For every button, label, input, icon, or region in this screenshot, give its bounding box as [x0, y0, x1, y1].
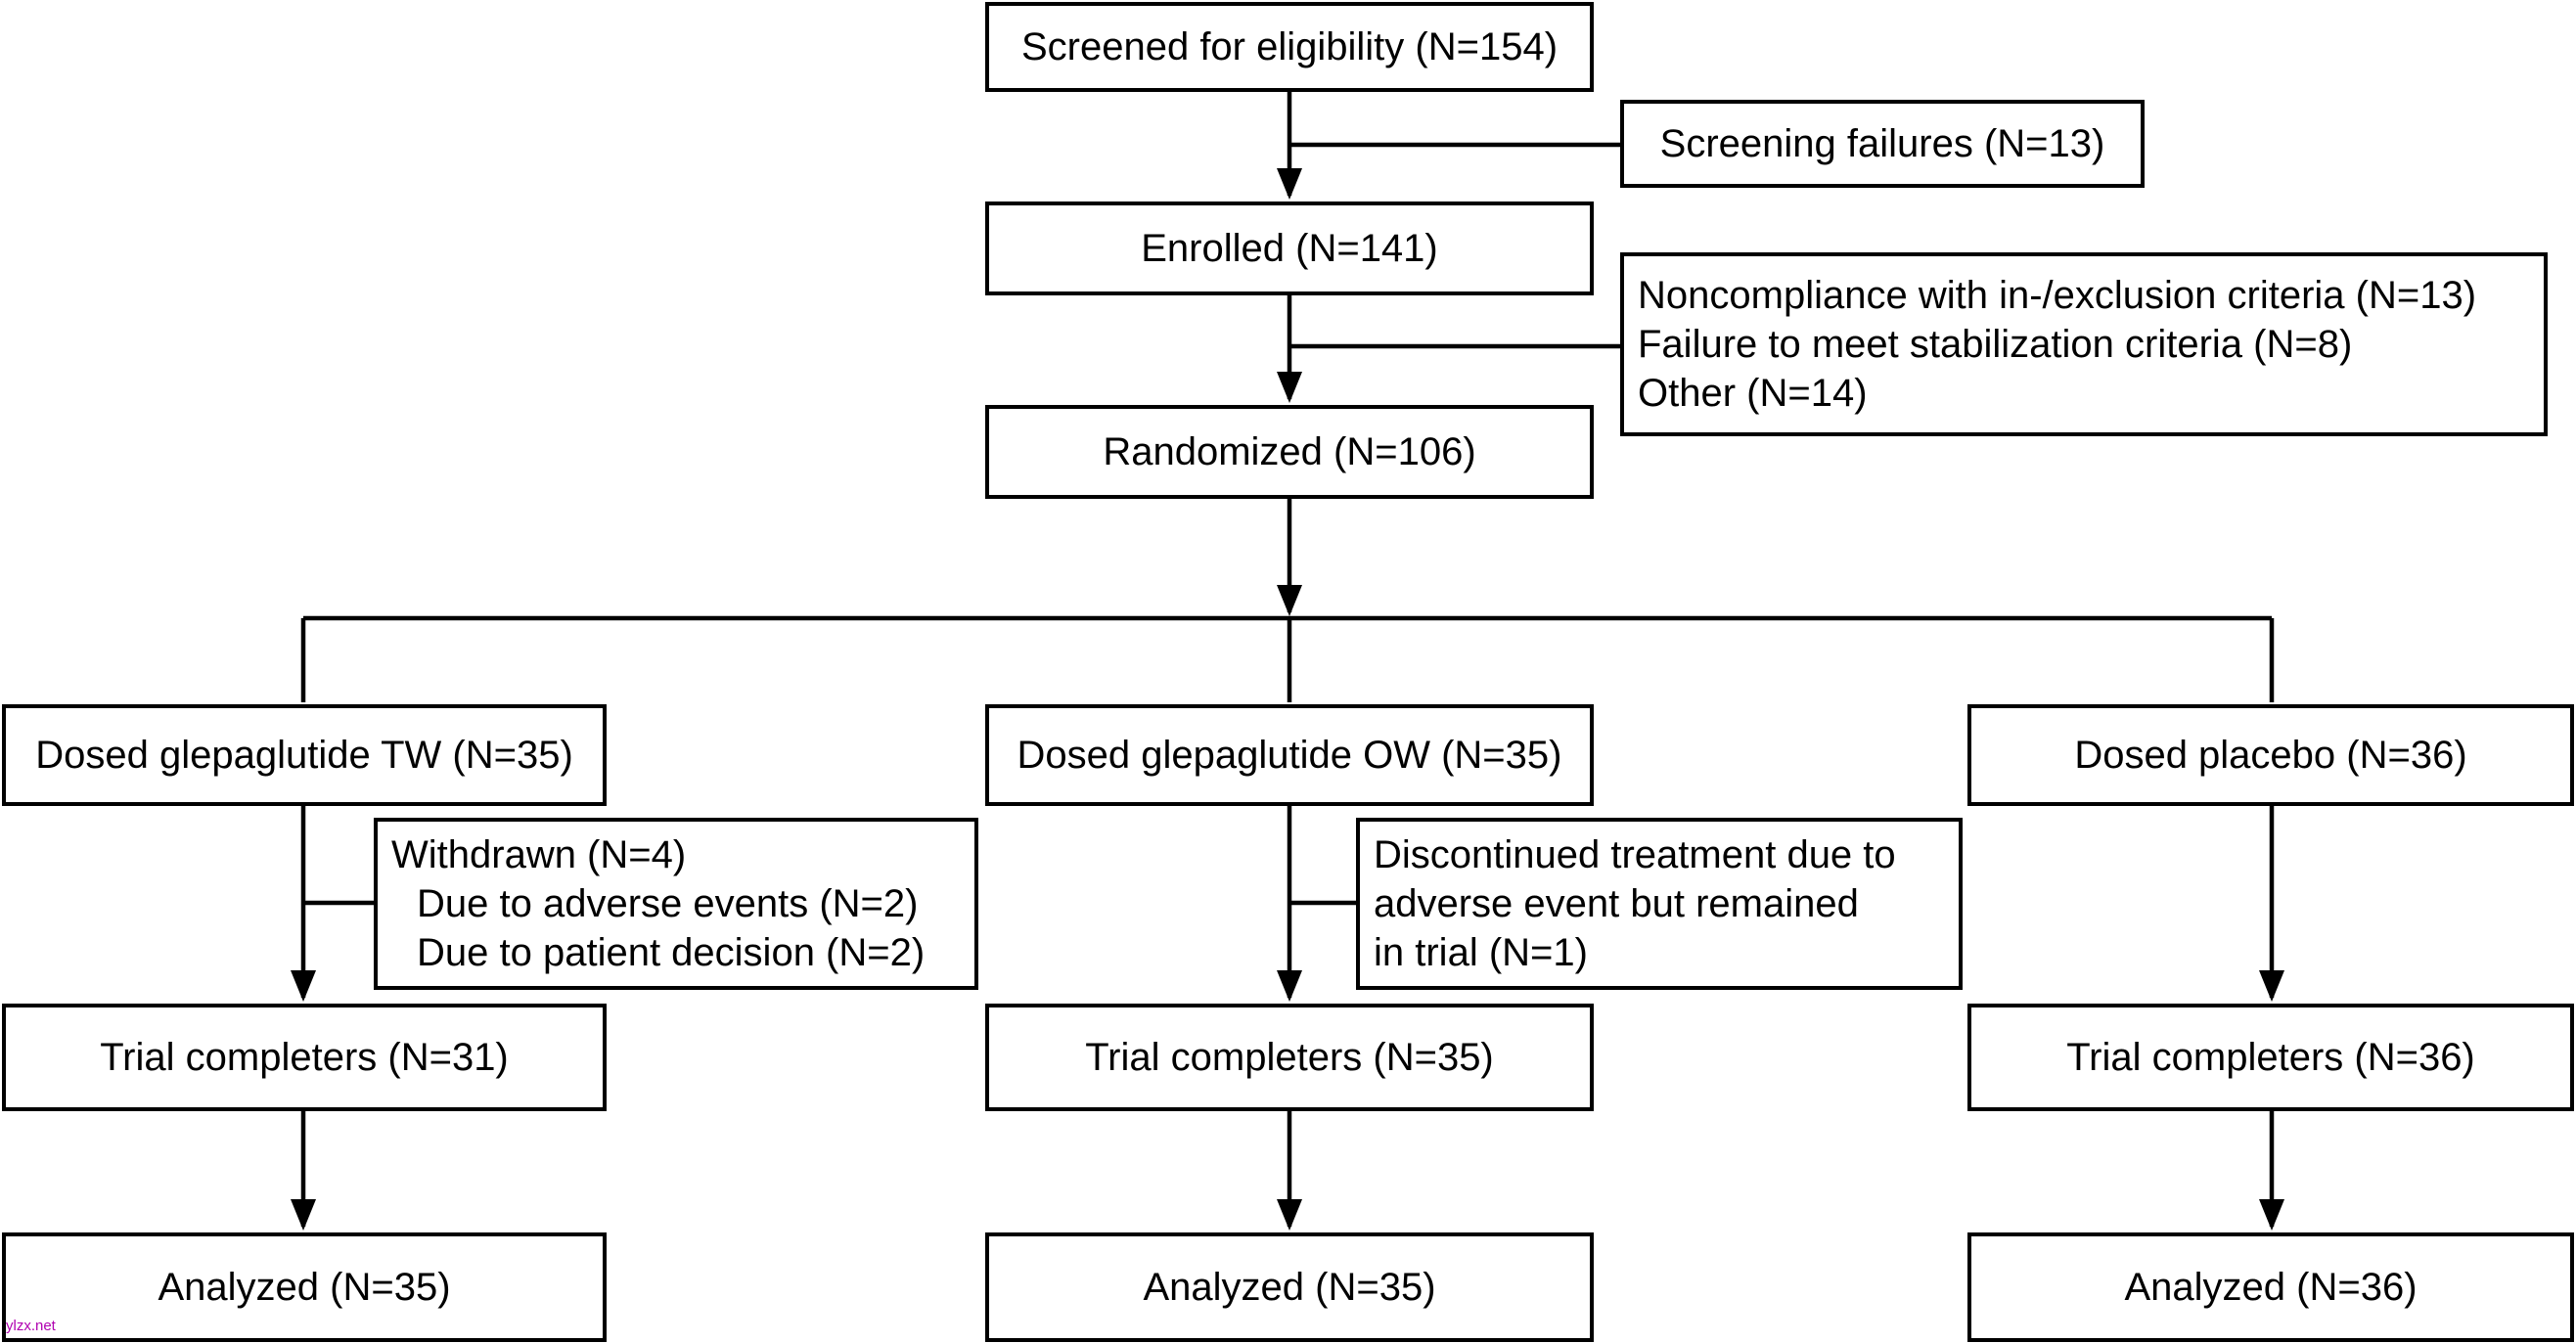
analyzed-ow-label: Analyzed (N=35)	[1143, 1266, 1436, 1309]
withdrawn-reason: Due to adverse events (N=2)	[417, 882, 919, 925]
arm-placebo-label: Dosed placebo (N=36)	[2074, 734, 2467, 777]
screening-failures-box: Screening failures (N=13)	[1620, 100, 2145, 188]
enrolled-label: Enrolled (N=141)	[1141, 227, 1438, 270]
completers-placebo-box: Trial completers (N=36)	[1967, 1004, 2574, 1111]
completers-placebo-label: Trial completers (N=36)	[2066, 1036, 2475, 1079]
analyzed-tw-box: Analyzed (N=35)	[2, 1232, 607, 1342]
completers-ow-label: Trial completers (N=35)	[1085, 1036, 1494, 1079]
arm-tw-box: Dosed glepaglutide TW (N=35)	[2, 704, 607, 806]
arrowhead	[1277, 168, 1302, 200]
completers-tw-label: Trial completers (N=31)	[100, 1036, 509, 1079]
withdrawn-title: Withdrawn (N=4)	[391, 833, 687, 876]
exclusion-reason: Other (N=14)	[1638, 372, 1868, 415]
screened-box: Screened for eligibility (N=154)	[985, 2, 1594, 92]
analyzed-placebo-box: Analyzed (N=36)	[1967, 1232, 2574, 1342]
completers-ow-box: Trial completers (N=35)	[985, 1004, 1594, 1111]
discontinued-line: adverse event but remained	[1374, 882, 1859, 925]
screened-label: Screened for eligibility (N=154)	[1020, 25, 1559, 68]
exclusion-reason: Failure to meet stabilization criteria (…	[1638, 323, 2353, 366]
completers-tw-box: Trial completers (N=31)	[2, 1004, 607, 1111]
randomized-label: Randomized (N=106)	[1103, 430, 1476, 473]
withdrawn-reason: Due to patient decision (N=2)	[417, 931, 926, 974]
enrolled-box: Enrolled (N=141)	[985, 201, 1594, 295]
arm-ow-label: Dosed glepaglutide OW (N=35)	[1017, 734, 1562, 777]
analyzed-ow-box: Analyzed (N=35)	[985, 1232, 1594, 1342]
arm-placebo-box: Dosed placebo (N=36)	[1967, 704, 2574, 806]
discontinued-line: in trial (N=1)	[1374, 931, 1588, 974]
randomized-box: Randomized (N=106)	[985, 405, 1594, 499]
withdrawn-box: Withdrawn (N=4) Due to adverse events (N…	[374, 818, 978, 990]
screening-failures-label: Screening failures (N=13)	[1659, 122, 2105, 165]
analyzed-placebo-label: Analyzed (N=36)	[2124, 1266, 2418, 1309]
arm-tw-label: Dosed glepaglutide TW (N=35)	[35, 734, 573, 777]
watermark: ylzx.net	[6, 1318, 56, 1334]
analyzed-tw-label: Analyzed (N=35)	[158, 1266, 451, 1309]
exclusion-reasons-box: Noncompliance with in-/exclusion criteri…	[1620, 252, 2548, 436]
discontinued-line: Discontinued treatment due to	[1374, 833, 1896, 876]
arm-ow-box: Dosed glepaglutide OW (N=35)	[985, 704, 1594, 806]
exclusion-reason: Noncompliance with in-/exclusion criteri…	[1638, 274, 2477, 317]
discontinued-box: Discontinued treatment due to adverse ev…	[1356, 818, 1963, 990]
